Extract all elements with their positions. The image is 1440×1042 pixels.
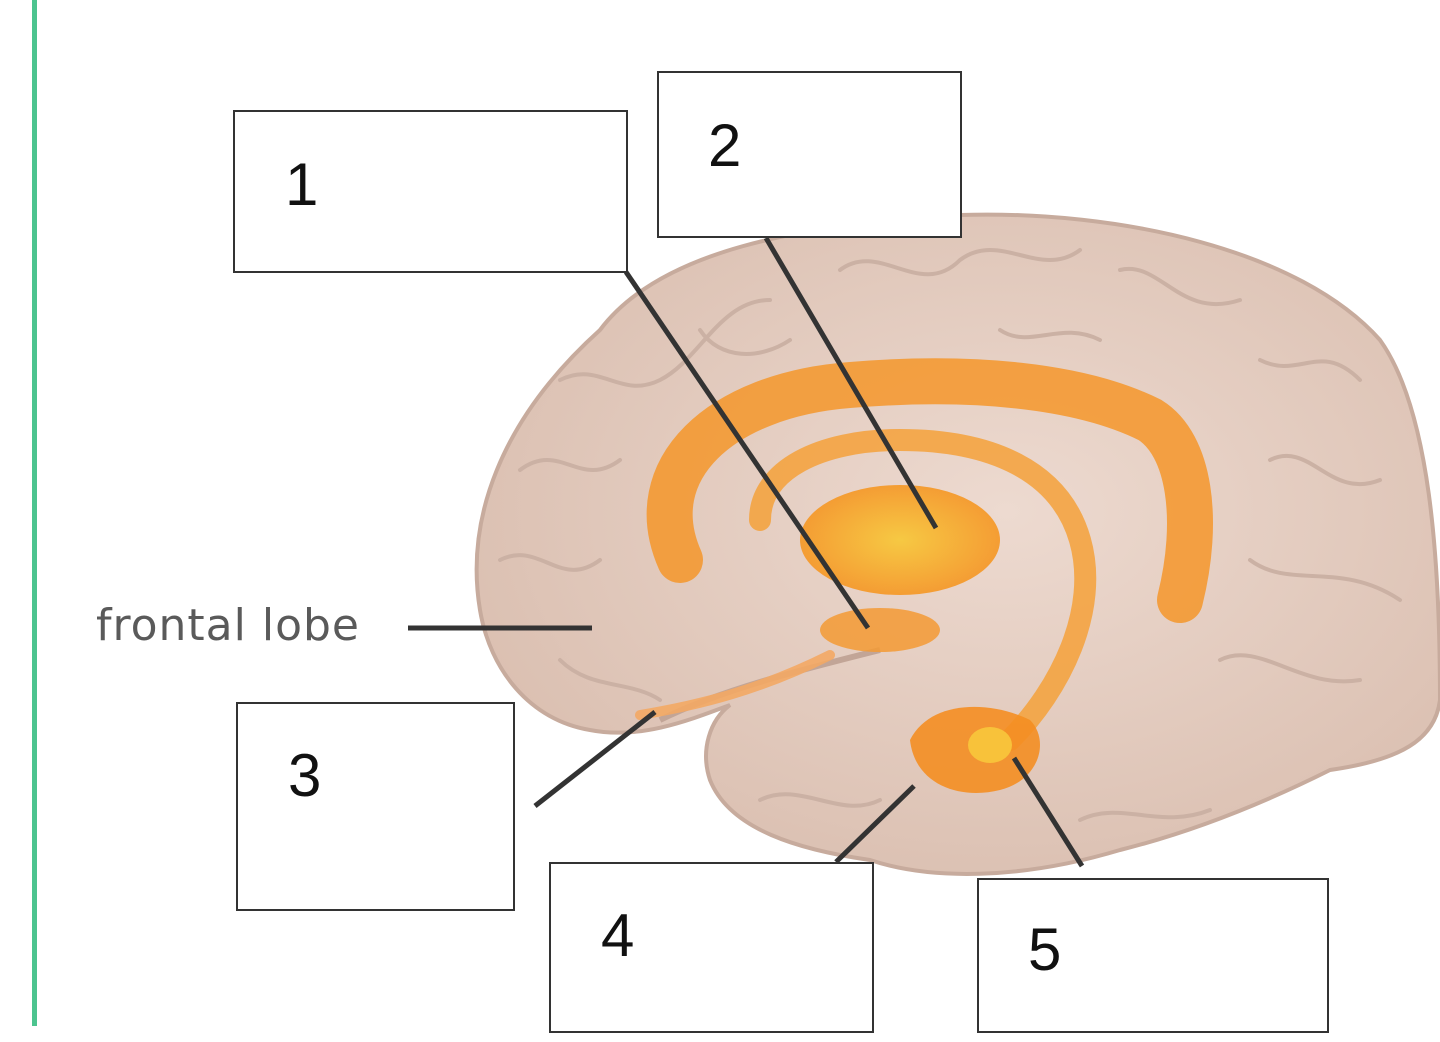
accent-bar [32,0,37,1026]
olfactory-tract [635,650,835,720]
label-number-3: 3 [288,742,322,809]
fornix-arc [749,428,1097,751]
leader-line-3 [533,710,657,808]
gyri-folds [498,248,1402,822]
amygdala [968,727,1012,763]
label-box-4[interactable] [549,862,874,1033]
label-box-3[interactable] [236,702,515,911]
label-number-1: 1 [285,151,319,218]
limbic-system [635,358,1213,793]
leader-line-4 [834,784,916,864]
label-number-5: 5 [1028,916,1062,983]
leader-line-5 [1011,756,1085,868]
thalamus [800,485,1000,595]
label-box-5[interactable] [977,878,1329,1033]
label-number-4: 4 [601,902,635,969]
leader-line-2 [763,236,939,530]
label-number-2: 2 [708,112,742,179]
leader-line-1 [623,270,871,630]
leader-lines [408,236,1085,868]
cingulate-arc [646,358,1213,623]
label-box-2[interactable] [657,71,962,238]
mammillary-region [820,608,940,652]
label-box-1[interactable] [233,110,628,273]
frontal-lobe-label: frontal lobe [96,600,360,651]
